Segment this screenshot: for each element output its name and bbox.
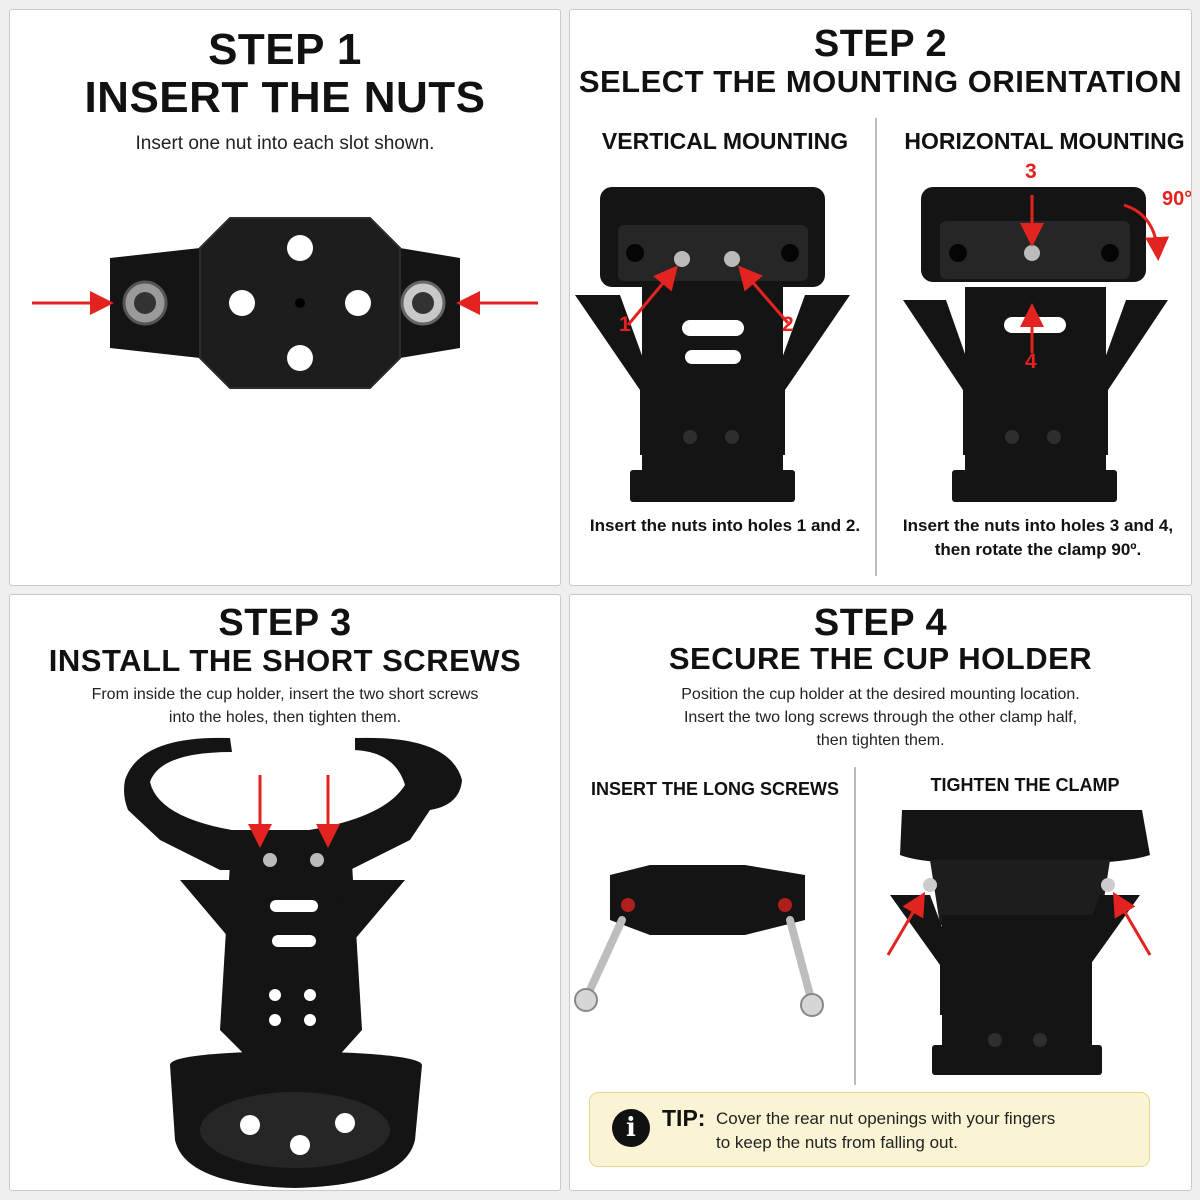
step2-panel: STEP 2 SELECT THE MOUNTING ORIENTATION V… — [569, 9, 1192, 586]
arrow-clamp-left-icon — [886, 891, 926, 956]
tip-text: Cover the rear nut openings with your fi… — [716, 1107, 1055, 1155]
step3-description-line1: From inside the cup holder, insert the t… — [91, 686, 479, 703]
step4-divider — [854, 767, 856, 1085]
step1-panel: STEP 1 INSERT THE NUTS Insert one nut in… — [9, 9, 561, 586]
hole-label-3: 3 — [1025, 160, 1037, 183]
rotate-arrow-icon — [1123, 203, 1170, 261]
arrow-clamp-right-icon — [1112, 891, 1152, 956]
long-screws-illustration — [574, 865, 824, 1017]
step1-description: Insert one nut into each slot shown. — [135, 133, 435, 154]
tip-line2: to keep the nuts from falling out. — [716, 1133, 958, 1152]
info-icon: i — [612, 1109, 650, 1147]
vertical-mounting-heading: VERTICAL MOUNTING — [601, 128, 849, 154]
step4-subtitle: SECURE THE CUP HOLDER — [668, 641, 1093, 676]
step2-title: STEP 2 — [813, 23, 948, 65]
step1-subtitle: INSERT THE NUTS — [84, 73, 486, 122]
horizontal-mounting-heading: HORIZONTAL MOUNTING — [904, 128, 1185, 154]
tighten-clamp-heading: TIGHTEN THE CLAMP — [930, 775, 1120, 795]
nut-right-icon — [400, 280, 446, 326]
nut-left-icon — [122, 280, 168, 326]
arrow-hole2-icon — [738, 265, 790, 324]
step4-panel: STEP 4 SECURE THE CUP HOLDER Position th… — [569, 594, 1192, 1191]
arrow-hole1-icon — [626, 265, 678, 326]
horizontal-clamp-illustration — [903, 187, 1170, 502]
nut-clamp-illustration — [32, 217, 538, 389]
tightened-clamp-illustration — [886, 810, 1152, 1075]
step3-description-line2: into the holes, then tighten them. — [168, 709, 402, 726]
tip-line1: Cover the rear nut openings with your fi… — [716, 1109, 1056, 1128]
hole-label-2: 2 — [782, 313, 794, 336]
step3-subtitle: INSTALL THE SHORT SCREWS — [48, 643, 522, 678]
step4-description-line3: then tighten them. — [816, 732, 945, 749]
rotation-label: 90° — [1162, 188, 1192, 210]
tip-box: i TIP: Cover the rear nut openings with … — [589, 1092, 1150, 1167]
step2-subtitle: SELECT THE MOUNTING ORIENTATION — [578, 64, 1183, 99]
step4-description-line2: Insert the two long screws through the o… — [683, 709, 1078, 726]
step3-title: STEP 3 — [218, 602, 352, 644]
hole-label-1: 1 — [619, 313, 631, 336]
hole-label-4: 4 — [1025, 350, 1037, 373]
insert-long-screws-heading: INSERT THE LONG SCREWS — [590, 779, 839, 799]
vertical-caption: Insert the nuts into holes 1 and 2. — [589, 516, 861, 535]
cup-holder-illustration — [124, 737, 462, 1188]
step4-description-line1: Position the cup holder at the desired m… — [681, 686, 1080, 703]
step2-divider — [875, 118, 877, 576]
vertical-clamp-illustration — [575, 187, 850, 502]
horizontal-caption-line1: Insert the nuts into holes 3 and 4, — [902, 516, 1174, 535]
step1-title: STEP 1 — [208, 25, 362, 74]
tip-label: TIP: — [662, 1105, 706, 1131]
horizontal-caption-line2: then rotate the clamp 90º. — [934, 540, 1142, 559]
step4-title: STEP 4 — [813, 602, 948, 644]
step3-panel: STEP 3 INSTALL THE SHORT SCREWS From ins… — [9, 594, 561, 1191]
